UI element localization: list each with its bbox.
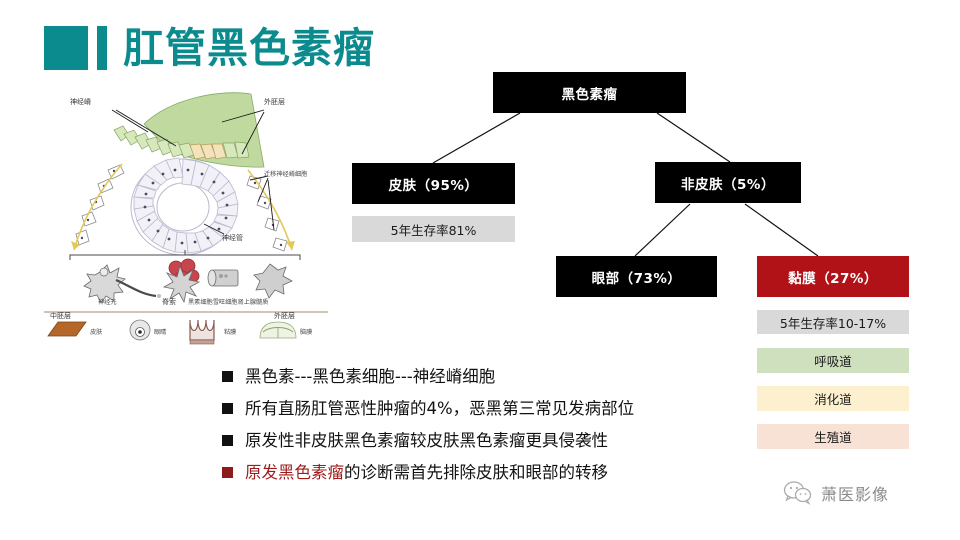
neural-tube-shape (130, 157, 239, 256)
neuron-icon (83, 264, 161, 304)
bullet-highlight: 原发黑色素瘤 (245, 463, 344, 482)
adrenal-medulla-cell-icon (253, 263, 293, 299)
label-notochord: 脊索 (162, 297, 176, 306)
tissue-eye-icon (129, 319, 151, 341)
bullet-text: 原发性非皮肤黑色素瘤较皮肤黑色素瘤更具侵袭性 (245, 431, 608, 450)
bullet-list: 黑色素---黑色素细胞---神经嵴细胞 所有直肠肛管恶性肿瘤的4%，恶黑第三常见… (222, 363, 732, 491)
list-item: 黑色素---黑色素细胞---神经嵴细胞 (222, 363, 732, 390)
flowchart-mucosa-site-digestive[interactable]: 消化道 (757, 386, 909, 411)
tissue-meninges-icon (259, 321, 297, 339)
label-neural-tube: 神经管 (222, 233, 243, 242)
bullet-rest: 的诊断需首先排除皮肤和眼部的转移 (344, 463, 608, 482)
label-mesoderm: 中胚层 (50, 311, 71, 320)
flowchart-skin-survival: 5年生存率81% (352, 216, 515, 242)
label-ectoderm-bottom: 外胚层 (274, 311, 295, 320)
label-neuron: 神经元 (98, 298, 117, 306)
page-title: 肛管黑色素瘤 (123, 24, 375, 72)
derivatives-bracket (69, 250, 301, 260)
bullet-text-accent: 原发黑色素瘤的诊断需首先排除皮肤和眼部的转移 (245, 459, 732, 486)
flowchart-mucosa-survival: 5年生存率10-17% (757, 310, 909, 334)
label-migrating-crest-cells: 迁移神经嵴细胞 (264, 170, 307, 178)
bullet-text: 黑色素---黑色素细胞---神经嵴细胞 (245, 367, 496, 386)
migrating-cells-left (75, 164, 125, 246)
flowchart-mucosa-site-respiratory[interactable]: 呼吸道 (757, 348, 909, 373)
watermark: 萧医影像 (783, 480, 889, 506)
bullet-marker-icon (222, 403, 233, 414)
label-tissue-eye: 眼睛 (154, 328, 166, 336)
flowchart-node-skin[interactable]: 皮肤（95%） (352, 163, 515, 204)
flowchart-node-eye[interactable]: 眼部（73%） (556, 256, 717, 297)
title-logo-bar-icon (97, 26, 107, 70)
label-tissue-mucosa: 粘膜 (224, 328, 236, 336)
neural-fold-cells (113, 125, 195, 159)
bullet-marker-icon (222, 467, 233, 478)
watermark-text: 萧医影像 (821, 485, 890, 504)
flowchart-node-mucosa[interactable]: 黏膜（27%） (757, 256, 909, 297)
flowchart-mucosa-site-genital[interactable]: 生殖道 (757, 424, 909, 449)
migrating-cells-right (246, 175, 288, 252)
flowchart-node-nonskin[interactable]: 非皮肤（5%） (655, 162, 801, 203)
slide-title-block: 肛管黑色素瘤 (44, 26, 375, 70)
melanocyte-icon (162, 264, 201, 304)
bullet-text: 所有直肠肛管恶性肿瘤的4%，恶黑第三常见发病部位 (245, 399, 635, 418)
tissue-mucosa-icon (189, 319, 215, 345)
flowchart-node-root[interactable]: 黑色素瘤 (493, 72, 686, 113)
neural-crest-cells (189, 143, 227, 160)
list-item: 所有直肠肛管恶性肿瘤的4%，恶黑第三常见发病部位 (222, 395, 732, 422)
bullet-marker-icon (222, 371, 233, 382)
tissue-skin-icon (47, 321, 87, 337)
list-item: 原发性非皮肤黑色素瘤较皮肤黑色素瘤更具侵袭性 (222, 427, 732, 454)
label-melanocyte-group: 黑素细胞雪旺细胞肾上腺髓质 (188, 298, 268, 306)
label-tissue-meninges: 脑膜 (300, 328, 312, 336)
list-item: 原发黑色素瘤的诊断需首先排除皮肤和眼部的转移 (222, 459, 732, 486)
bullet-marker-icon (222, 435, 233, 446)
wechat-icon (783, 481, 812, 505)
schwann-cell-icon (207, 269, 239, 287)
label-tissue-skin: 皮肤 (90, 328, 102, 336)
title-logo-square-icon (44, 26, 88, 70)
label-ectoderm-top: 外胚层 (264, 97, 285, 106)
neural-crest-diagram: 神经嵴 外胚层 迁移神经嵴细胞 神经管 脊索 中胚层 外胚层 (36, 72, 336, 347)
label-neural-crest: 神经嵴 (70, 97, 91, 106)
